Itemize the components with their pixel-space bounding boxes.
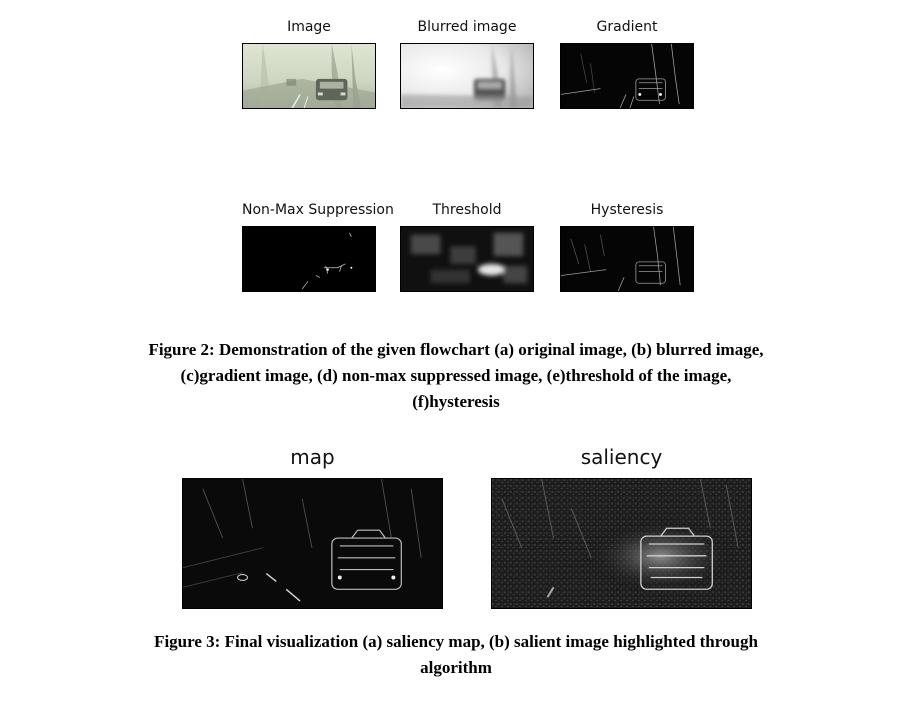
blurred-image xyxy=(400,43,534,109)
figure-3-caption: Figure 3: Final visualization (a) salien… xyxy=(60,629,852,681)
subplot-title: Gradient xyxy=(596,19,658,35)
caption-line: (f)hysteresis xyxy=(412,392,500,411)
caption-line: (c)gradient image, (d) non-max suppresse… xyxy=(180,366,732,385)
subplot-title: Non-Max Suppression xyxy=(242,202,394,218)
caption-line: Figure 3: Final visualization (a) salien… xyxy=(154,632,758,651)
figure-2-caption: Figure 2: Demonstration of the given flo… xyxy=(60,337,852,415)
subplot-blurred-image: Blurred image xyxy=(400,19,534,109)
subplot-non-max-suppression: Non-Max Suppression xyxy=(242,202,394,292)
subplot-title: Threshold xyxy=(432,202,502,218)
saliency-map-image xyxy=(182,478,443,609)
subplot-title: map xyxy=(290,445,335,469)
subplot-hysteresis: Hysteresis xyxy=(560,202,694,292)
non-max-suppression-image xyxy=(242,226,376,292)
subplot-gradient: Gradient xyxy=(560,19,694,109)
subplot-title: Image xyxy=(287,19,331,35)
threshold-image xyxy=(400,226,534,292)
subplot-title: saliency xyxy=(580,445,663,469)
subplot-title: Blurred image xyxy=(417,19,517,35)
subplot-threshold: Threshold xyxy=(400,202,534,292)
subplot-image: Image xyxy=(242,19,376,109)
subplot-title: Hysteresis xyxy=(590,202,664,218)
salient-image xyxy=(491,478,752,609)
caption-line: Figure 2: Demonstration of the given flo… xyxy=(148,340,764,359)
original-image xyxy=(242,43,376,109)
subplot-map: map xyxy=(182,445,443,609)
caption-line: algorithm xyxy=(420,658,492,677)
gradient-image xyxy=(560,43,694,109)
hysteresis-image xyxy=(560,226,694,292)
subplot-saliency: saliency xyxy=(491,445,752,609)
